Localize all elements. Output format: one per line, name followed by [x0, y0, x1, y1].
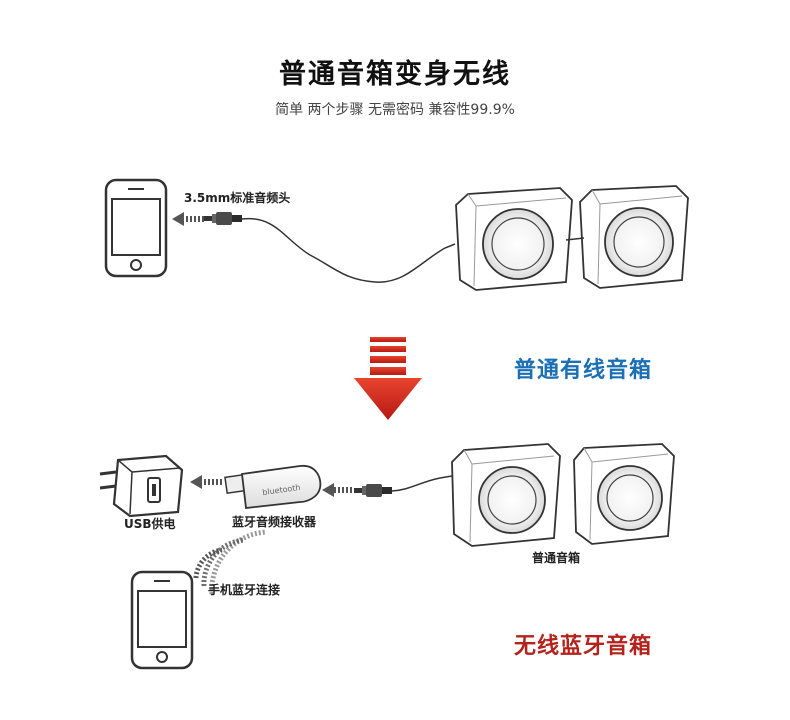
- speaker-label: 普通音箱: [532, 551, 581, 565]
- wireless-speaker-caption: 无线蓝牙音箱: [514, 634, 653, 659]
- page-title: 普通音箱变身无线: [279, 59, 511, 90]
- wired-speaker-caption: 普通有线音箱: [514, 358, 653, 383]
- down-arrow-icon: [354, 337, 422, 420]
- jack-label: 3.5mm标准音频头: [184, 191, 291, 205]
- speaker-pair-top: [455, 185, 689, 291]
- receiver-label: 蓝牙音频接收器: [232, 515, 317, 529]
- bluetooth-receiver-icon: bluetooth: [224, 465, 322, 509]
- arrow-to-phone-top: [172, 212, 204, 226]
- phone-connect-label: 手机蓝牙连接: [208, 583, 281, 597]
- audio-jack-icon-top: [204, 212, 456, 283]
- page-subtitle: 简单 两个步骤 无需密码 兼容性99.9%: [275, 102, 515, 118]
- speaker-pair-bottom: [451, 443, 675, 547]
- phone-icon-top: [104, 178, 168, 278]
- phone-icon-bottom: [130, 570, 194, 670]
- usb-power-adapter-icon: [99, 454, 184, 518]
- audio-jack-icon-bottom: [354, 475, 453, 497]
- wireless-signal-icon: [193, 529, 267, 595]
- arrow-to-adapter: [190, 475, 222, 489]
- usb-power-label: USB供电: [124, 517, 176, 531]
- arrow-to-receiver: [322, 483, 352, 497]
